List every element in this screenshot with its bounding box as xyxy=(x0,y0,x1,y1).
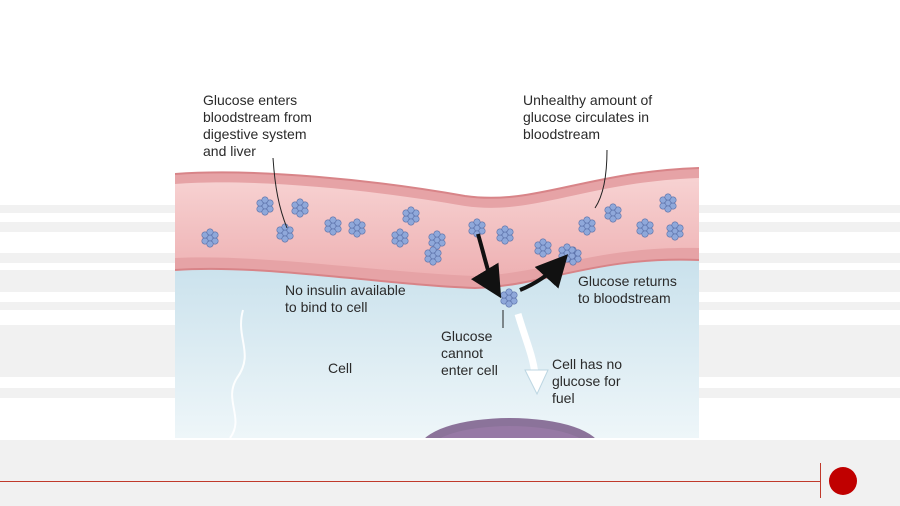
background-stripe xyxy=(0,440,900,506)
cell-body xyxy=(175,258,699,438)
vessel-wall-top xyxy=(175,167,699,199)
diabetes-glucose-diagram: Glucose enters bloodstream from digestiv… xyxy=(175,88,699,438)
glucose-cluster xyxy=(348,218,366,238)
footer-rule-tick xyxy=(820,463,821,498)
label-no-fuel: Cell has no glucose for fuel xyxy=(552,356,623,406)
glucose-cluster xyxy=(604,203,622,223)
glucose-cluster xyxy=(558,243,576,263)
glucose-cluster xyxy=(468,218,486,238)
glucose-cluster xyxy=(666,221,684,241)
label-unhealthy-amount: Unhealthy amount of glucose circulates i… xyxy=(523,92,653,142)
label-glucose-enters: Glucose enters bloodstream from digestiv… xyxy=(203,92,312,159)
pointer-unhealthy xyxy=(594,149,608,209)
glucose-cluster xyxy=(424,246,442,266)
arrow-no-fuel xyxy=(514,313,539,375)
label-glucose-returns: Glucose returns to bloodstream xyxy=(578,273,677,306)
glucose-cluster xyxy=(291,198,309,218)
arrow-glucose-returns xyxy=(519,254,569,292)
glucose-cluster xyxy=(276,223,294,243)
glucose-cluster xyxy=(500,288,518,308)
label-glucose-cannot-enter: Glucose cannot enter cell xyxy=(441,328,498,378)
cell-membrane xyxy=(229,309,246,438)
label-no-insulin: No insulin available to bind to cell xyxy=(285,282,406,315)
glucose-cluster xyxy=(636,218,654,238)
glucose-cluster xyxy=(201,228,219,248)
arrow-no-fuel-head xyxy=(524,369,549,396)
glucose-cluster xyxy=(391,228,409,248)
cell-nucleus-inner xyxy=(440,426,580,438)
glucose-cluster xyxy=(496,225,514,245)
accent-dot xyxy=(829,467,857,495)
glucose-cluster xyxy=(428,230,446,250)
label-cell: Cell xyxy=(328,360,353,376)
diagram-illustration xyxy=(175,149,699,438)
glucose-cluster xyxy=(659,193,677,213)
footer-rule xyxy=(0,481,820,482)
pointer-glucose-enters xyxy=(272,157,288,229)
glucose-cluster xyxy=(578,216,596,236)
glucose-cluster xyxy=(256,196,274,216)
glucose-cluster xyxy=(402,206,420,226)
glucose-cluster xyxy=(324,216,342,236)
arrow-glucose-to-cell xyxy=(470,233,502,299)
